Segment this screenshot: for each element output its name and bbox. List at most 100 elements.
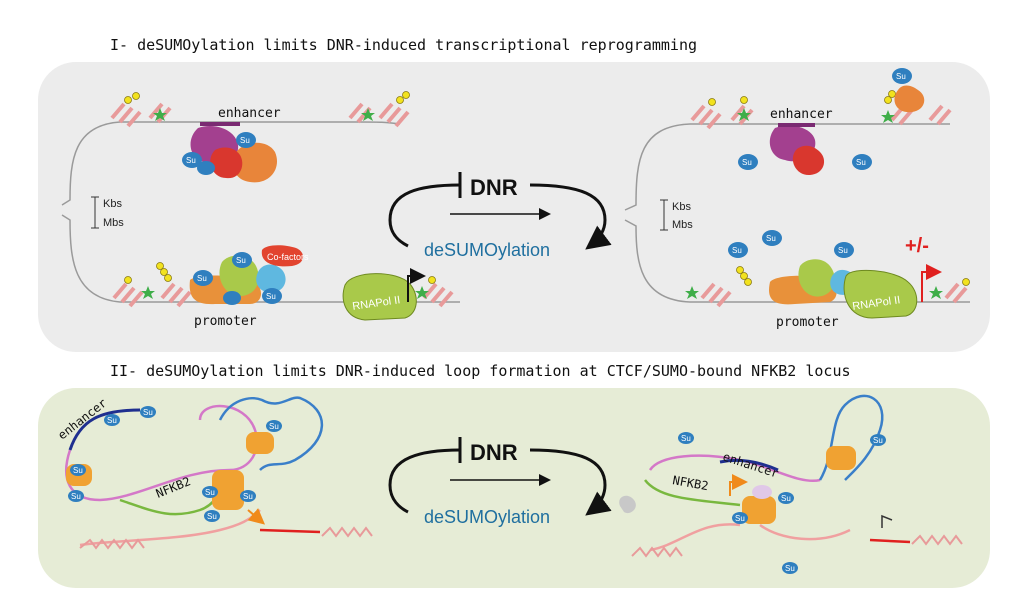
svg-text:Kbs: Kbs	[672, 201, 691, 213]
right-chromatin-loop	[644, 394, 911, 552]
sumo-icon	[762, 230, 782, 246]
svg-text:Su: Su	[197, 274, 207, 283]
histone-mark-icon	[141, 286, 429, 299]
sumo-icon	[193, 270, 213, 286]
svg-text:Su: Su	[73, 466, 83, 475]
enhancer-label-left: enhancer	[218, 106, 281, 121]
ctcf-icon	[742, 496, 776, 524]
panel1-background	[38, 62, 990, 352]
histone-mark-icon	[685, 108, 943, 299]
sumo-icon	[70, 464, 86, 476]
svg-text:Su: Su	[781, 494, 791, 503]
svg-text:Su: Su	[896, 72, 906, 81]
transcription-arrow-icon	[921, 264, 942, 302]
sumo-icon	[870, 434, 886, 446]
free-ctcf-protein	[619, 495, 636, 514]
sumo-icon	[202, 486, 218, 498]
svg-text:Su: Su	[71, 492, 81, 501]
svg-text:Su: Su	[143, 408, 153, 417]
promoter-complex-right: RNAPol II	[769, 259, 918, 319]
sumo-icon	[182, 152, 202, 168]
sumo-icon	[782, 562, 798, 574]
nfkb2-label-right: NFKB2	[671, 473, 709, 493]
svg-text:Co-factors: Co-factors	[267, 252, 309, 262]
left-dna-loop	[61, 121, 460, 303]
histone-mark-icon	[153, 108, 375, 121]
svg-text:Su: Su	[205, 488, 215, 497]
svg-text:Kbs: Kbs	[103, 198, 122, 210]
transcription-arrow-icon	[881, 514, 893, 528]
sumo-icon	[834, 242, 854, 258]
cycle-diagram-bottom: DNR deSUMOylation	[388, 437, 612, 527]
desumoylation-label-bottom: deSUMOylation	[424, 507, 550, 527]
svg-text:Su: Su	[873, 436, 883, 445]
transcription-arrow-icon	[729, 474, 748, 496]
dnr-label-top: DNR	[470, 175, 518, 200]
sumo-icon	[778, 492, 794, 504]
enhancer-complex-left: Su Su	[182, 122, 278, 183]
svg-text:Su: Su	[207, 512, 217, 521]
sumo-icon	[266, 420, 282, 432]
sumo-icon	[732, 512, 748, 524]
sumo-icon	[852, 154, 872, 170]
sumo-icon	[68, 490, 84, 502]
distance-scale-left: Kbs Mbs	[91, 196, 124, 229]
sumo-icon	[104, 414, 120, 426]
sumo-icon	[262, 288, 282, 304]
right-dna-loop	[624, 123, 970, 303]
panel2-title: II- deSUMOylation limits DNR-induced loo…	[110, 362, 851, 380]
nucleosome-icon	[112, 282, 454, 308]
svg-text:Su: Su	[243, 492, 253, 501]
promoter-label-right: promoter	[776, 315, 839, 330]
svg-text:Su: Su	[732, 246, 742, 255]
sumo-icon	[240, 490, 256, 502]
sumo-icon	[223, 291, 241, 305]
svg-text:Su: Su	[266, 292, 276, 301]
svg-text:Su: Su	[681, 434, 691, 443]
rnapol-left: RNAPol II	[342, 273, 417, 321]
ctcf-icon	[826, 446, 856, 470]
cycle-diagram-top: DNR deSUMOylation	[388, 172, 612, 260]
svg-text:Su: Su	[838, 246, 848, 255]
distance-scale-right: Kbs Mbs	[660, 199, 693, 231]
svg-text:Su: Su	[186, 156, 196, 165]
nucleosome-icon	[690, 104, 968, 308]
svg-text:Mbs: Mbs	[103, 217, 124, 229]
enhancer-complex-right: Su	[769, 68, 925, 176]
ctcf-cluster-left: Su Su Su Su Su Su Su Su	[66, 406, 282, 522]
sumo-icon	[232, 252, 252, 268]
panel2-background	[38, 388, 990, 588]
sumo-icon	[236, 132, 256, 148]
dnr-label-bottom: DNR	[470, 440, 518, 465]
enhancer-label-right: enhancer	[770, 107, 833, 122]
nucleosome-icon	[631, 546, 683, 558]
nucleosome-icon	[911, 534, 963, 546]
svg-text:Su: Su	[236, 256, 246, 265]
sumo-icon	[204, 510, 220, 522]
ctcf-icon	[212, 470, 244, 510]
sumo-icon	[728, 242, 748, 258]
svg-text:Su: Su	[856, 158, 866, 167]
desumoylation-label-top: deSUMOylation	[424, 240, 550, 260]
transcription-arrow-icon	[247, 508, 266, 525]
svg-text:Su: Su	[785, 564, 795, 573]
ctcf-cluster-right: Su Su Su Su Su	[678, 432, 886, 574]
sumo-icon	[738, 154, 758, 170]
plus-minus-label: +/-	[905, 235, 929, 257]
sumo-icon	[892, 68, 912, 84]
svg-text:Su: Su	[742, 158, 752, 167]
transcription-arrow-icon	[407, 268, 426, 302]
svg-text:Su: Su	[766, 234, 776, 243]
nucleosome-icon	[79, 538, 145, 550]
acetylation-icon	[124, 91, 410, 104]
free-sumo-right: Su Su Su Su Su	[728, 154, 872, 258]
svg-text:Su: Su	[240, 136, 250, 145]
svg-text:Su: Su	[735, 514, 745, 523]
sumo-icon	[140, 406, 156, 418]
svg-text:Su: Su	[107, 416, 117, 425]
svg-text:Mbs: Mbs	[672, 219, 693, 231]
panel1-title: I- deSUMOylation limits DNR-induced tran…	[110, 36, 697, 54]
svg-text:Su: Su	[269, 422, 279, 431]
sumo-icon	[678, 432, 694, 444]
